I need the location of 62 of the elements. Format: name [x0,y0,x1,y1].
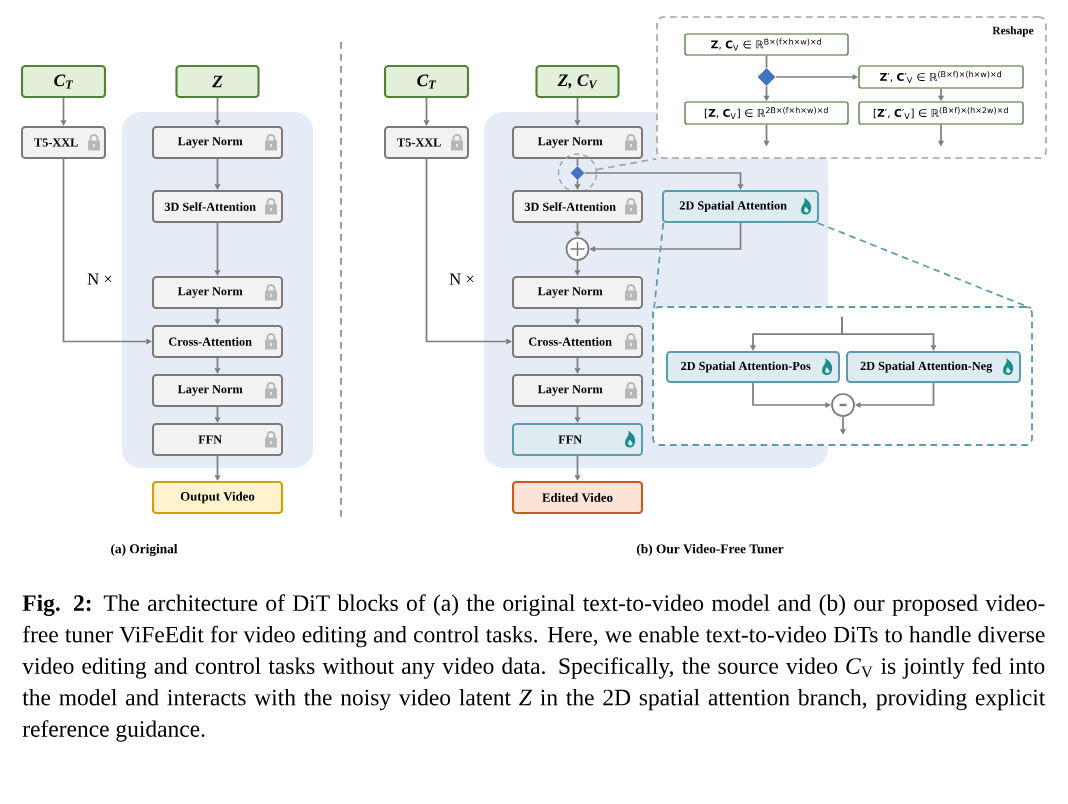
layer-box: Layer Norm [512,276,643,309]
repeat-label: N × [87,273,112,285]
arrow [583,172,744,190]
arrow [214,158,221,190]
arrow [855,382,935,409]
diamond [570,166,585,180]
input-box: C$_{T}$ [383,64,470,99]
figure-caption: Fig. 2: The architecture of DiT blocks of (a) the original text-to-video model and (b) our proposed video-free tuner ViFeEdit for video editing and control tasks. Here, we enable text-to-video DiTs to handle diverse video editing and control tasks without any video data. Specifically, the source video C$_{V}$ is jointly fed into the model and interacts with the noisy video latent Z in the 2D spatial attention branch, providing explicit reference guidance. [22,594,1046,742]
arrow [425,158,512,345]
connector-line [765,54,768,69]
arrow [574,406,581,423]
arrow [214,357,221,374]
arrow [423,97,430,126]
panel-caption: (a) Original [111,543,178,557]
dashed-line [816,222,1032,309]
connector-line [576,158,579,167]
tensor-box: Z′, C′$_{V}$ ∈ ℝ$^{(B×f)×(h×w)×d}$ [858,65,1024,89]
layer-box: Layer Norm [512,126,643,159]
layer-box: Layer Norm [512,374,643,407]
output-box: Output Video [151,480,284,515]
layer-box: Layer Norm [152,276,283,309]
layer-box: 2D Spatial Attention [662,190,819,223]
layer-box: FFN [152,423,283,456]
layer-box: Cross-Attention [152,325,283,358]
arrow [574,308,581,325]
panel-caption: (b) Our Video-Free Tuner [636,543,784,557]
layer-box: 2D Spatial Attention-Neg [846,351,1021,383]
arrow [214,308,221,325]
tensor-box: Z, C$_{V}$ ∈ ℝ$^{B×(f×h×w)×d}$ [684,33,849,56]
arrow [574,97,581,126]
layer-box: T5-XXL [384,126,469,159]
repeat-label: N × [449,273,474,285]
layer-box: FFN [512,423,643,456]
input-box: Z [175,64,260,99]
arrow [62,158,152,345]
layer-box: Layer Norm [152,126,283,159]
arrow [841,316,937,351]
tensor-box: [Z′, C′$_{V}$] ∈ ℝ$^{(B×f)×(h×2w)×d}$ [858,101,1024,125]
arrow [214,455,221,481]
arrow [214,97,221,126]
dashed-circle [557,153,598,193]
frame-heading: Reshape [992,26,1034,37]
layer-box: Layer Norm [152,374,283,407]
input-box: Z, C$_{V}$ [535,64,620,99]
layer-box: Cross-Attention [512,325,643,358]
output-box: Edited Video [511,480,644,515]
arrow [214,222,221,276]
layer-box: T5-XXL [21,126,106,159]
arrow [574,179,581,190]
arrow [574,260,581,276]
arrow [60,97,67,126]
diamond [757,68,776,86]
input-box: C$_{T}$ [20,64,107,99]
arrow [214,406,221,423]
layer-box: 3D Self-Attention [152,190,283,223]
arrow [574,357,581,374]
plus-circle [565,237,590,261]
arrow [574,455,581,481]
layer-box: 3D Self-Attention [512,190,643,223]
layer-box: 2D Spatial Attention-Pos [666,351,840,383]
tensor-box: [Z, C$_{V}$] ∈ ℝ$^{2B×(f×h×w)×d}$ [684,101,849,125]
dashed-line [596,157,658,171]
